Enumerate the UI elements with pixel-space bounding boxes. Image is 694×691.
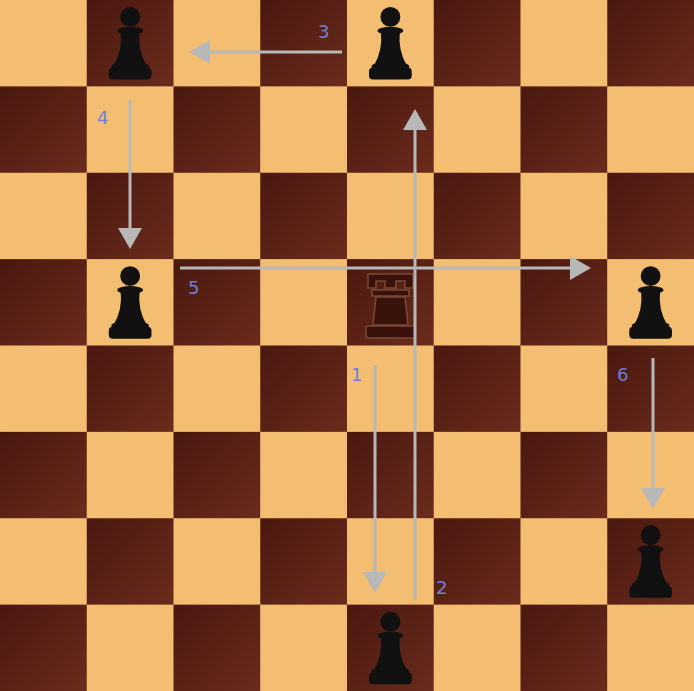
board-square xyxy=(521,432,608,519)
board-square xyxy=(87,346,174,433)
board-square xyxy=(260,432,347,519)
board-square xyxy=(87,0,174,87)
chess-pieces xyxy=(109,7,672,684)
board-square xyxy=(87,518,174,605)
callout-number: 1 xyxy=(351,365,362,385)
callout-number: 6 xyxy=(617,365,628,385)
move-arrow xyxy=(180,267,588,270)
board-square xyxy=(87,432,174,519)
board-square xyxy=(347,173,434,260)
board-square xyxy=(607,173,694,260)
board-square xyxy=(260,86,347,173)
board-square xyxy=(434,432,521,519)
board-square xyxy=(347,259,434,346)
board-square xyxy=(607,259,694,346)
move-arrow xyxy=(374,365,377,590)
board-square xyxy=(521,518,608,605)
board-square xyxy=(174,518,261,605)
board-square xyxy=(607,605,694,691)
board-square xyxy=(174,86,261,173)
board-square xyxy=(174,605,261,691)
black-pawn xyxy=(369,612,412,684)
board-square xyxy=(0,605,87,691)
black-pawn xyxy=(109,266,152,338)
board-square xyxy=(521,259,608,346)
board-square xyxy=(521,173,608,260)
board-square xyxy=(260,605,347,691)
board-square xyxy=(260,0,347,87)
move-arrow xyxy=(414,112,417,600)
move-arrow xyxy=(192,51,342,54)
callout-number: 2 xyxy=(436,578,447,598)
board-square xyxy=(174,0,261,87)
board-square xyxy=(260,173,347,260)
board-square xyxy=(260,259,347,346)
move-arrow xyxy=(129,100,132,246)
board-square xyxy=(0,0,87,87)
board-square xyxy=(347,346,434,433)
board-square xyxy=(434,518,521,605)
board-square xyxy=(347,432,434,519)
black-rook xyxy=(366,274,415,338)
board-square xyxy=(0,259,87,346)
board-square xyxy=(434,0,521,87)
board-square xyxy=(347,86,434,173)
black-pawn xyxy=(629,266,672,338)
board-square xyxy=(607,432,694,519)
board-square xyxy=(347,605,434,691)
board-square xyxy=(174,432,261,519)
board-square xyxy=(260,346,347,433)
board-square xyxy=(521,0,608,87)
board-square xyxy=(434,259,521,346)
move-arrows xyxy=(130,52,653,600)
board-square xyxy=(0,173,87,260)
board-square xyxy=(87,605,174,691)
board-square xyxy=(521,346,608,433)
board-square xyxy=(521,605,608,691)
board-square xyxy=(434,86,521,173)
board-square xyxy=(174,259,261,346)
board-square xyxy=(434,173,521,260)
board-square xyxy=(174,346,261,433)
board-square xyxy=(347,0,434,87)
board-square xyxy=(521,86,608,173)
black-pawn xyxy=(109,7,152,79)
board-square xyxy=(607,86,694,173)
board-square xyxy=(434,346,521,433)
callout-number: 5 xyxy=(188,278,199,298)
board-square xyxy=(87,259,174,346)
board-square xyxy=(607,0,694,87)
board-square xyxy=(434,605,521,691)
board-square xyxy=(0,518,87,605)
board-square xyxy=(0,86,87,173)
board-square xyxy=(0,432,87,519)
black-pawn xyxy=(629,525,672,597)
board-square xyxy=(260,518,347,605)
callout-number: 3 xyxy=(318,22,329,42)
board-square xyxy=(0,346,87,433)
move-arrow xyxy=(652,358,655,506)
black-pawn xyxy=(369,7,412,79)
callout-number: 4 xyxy=(97,108,108,128)
board-square xyxy=(347,518,434,605)
board-square xyxy=(607,518,694,605)
board-square xyxy=(607,346,694,433)
board-square xyxy=(174,173,261,260)
